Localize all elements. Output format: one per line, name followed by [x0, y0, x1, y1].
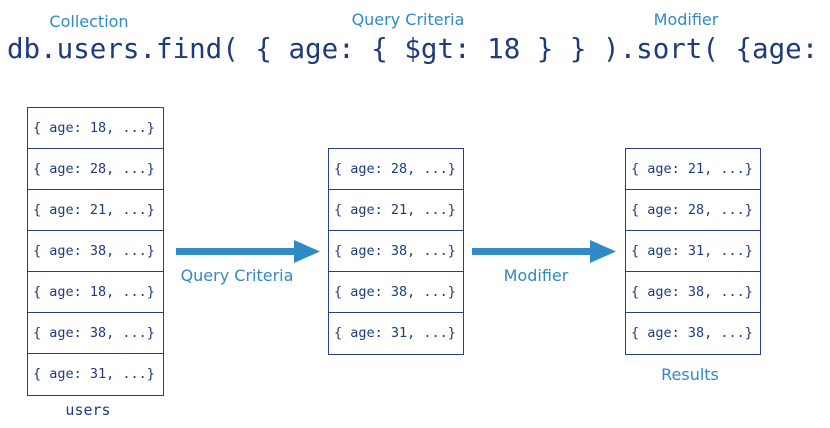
collection-stack: { age: 18, ...}{ age: 28, ...}{ age: 21,…: [27, 107, 164, 396]
arrow-right-icon: [176, 240, 320, 263]
document-row: { age: 38, ...}: [631, 325, 753, 341]
document-row: { age: 21, ...}: [28, 190, 163, 231]
document-row: { age: 31, ...}: [626, 231, 760, 272]
collection-label: Collection: [49, 12, 129, 31]
document-row: { age: 38, ...}: [329, 272, 463, 313]
document-row: { age: 28, ...}: [626, 190, 760, 231]
query-code: db.users.find( { age: { $gt: 18 } } ).so…: [7, 33, 830, 65]
document-row: { age: 18, ...}: [28, 272, 163, 313]
document-row: { age: 38, ...}: [329, 231, 463, 272]
document-row: { age: 21, ...}: [329, 190, 463, 231]
document-row: { age: 31, ...}: [33, 366, 155, 382]
document-row: { age: 28, ...}: [329, 149, 463, 190]
collection-name: users: [65, 401, 111, 419]
document-row: { age: 38, ...}: [626, 272, 760, 313]
document-row: { age: 21, ...}: [626, 149, 760, 190]
document-row: { age: 38, ...}: [28, 231, 163, 272]
document-row: { age: 18, ...}: [28, 108, 163, 149]
arrow-label-modifier: Modifier: [503, 266, 569, 285]
document-row: { age: 31, ...}: [334, 325, 456, 341]
results-stack: { age: 21, ...}{ age: 28, ...}{ age: 31,…: [625, 148, 761, 355]
document-row: { age: 38, ...}: [28, 313, 163, 354]
arrow-label-query-criteria: Query Criteria: [180, 266, 294, 285]
arrow-right-icon: [472, 240, 616, 263]
filtered-stack: { age: 28, ...}{ age: 21, ...}{ age: 38,…: [328, 148, 464, 355]
results-label: Results: [661, 365, 719, 384]
document-row: { age: 28, ...}: [28, 149, 163, 190]
modifier-label: Modifier: [653, 10, 719, 29]
query-criteria-label: Query Criteria: [351, 10, 465, 29]
